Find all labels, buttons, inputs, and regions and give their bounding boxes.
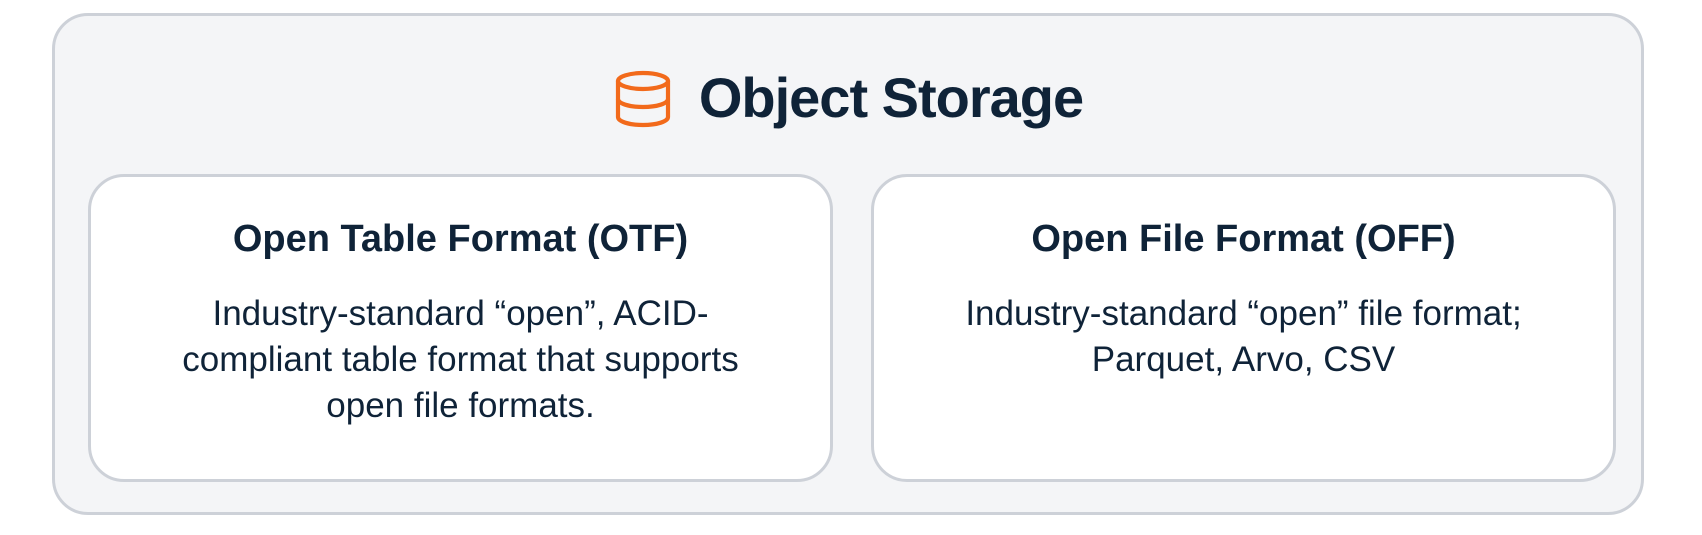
database-icon: [615, 70, 670, 128]
off-description-line: Parquet, Arvo, CSV: [1091, 339, 1396, 379]
otf-description-line: open file formats.: [326, 385, 595, 425]
otf-description-line: compliant table format that supports: [182, 339, 739, 379]
off-card-description: Industry-standard “open” file format; Pa…: [904, 291, 1584, 383]
off-description-line: Industry-standard “open” file format;: [965, 293, 1522, 333]
otf-card-title: Open Table Format (OTF): [232, 218, 689, 260]
otf-card: Open Table Format (OTF) Industry-standar…: [88, 174, 833, 482]
diagram-title: Object Storage: [698, 66, 1084, 129]
off-card: Open File Format (OFF) Industry-standard…: [871, 174, 1616, 482]
otf-description-line: Industry-standard “open”, ACID-: [212, 293, 709, 333]
otf-card-description: Industry-standard “open”, ACID- complian…: [121, 291, 801, 429]
object-storage-header: Object Storage: [55, 66, 1641, 132]
object-storage-container: Object Storage Open Table Format (OTF) I…: [52, 13, 1644, 515]
off-card-title: Open File Format (OFF): [1031, 218, 1456, 260]
